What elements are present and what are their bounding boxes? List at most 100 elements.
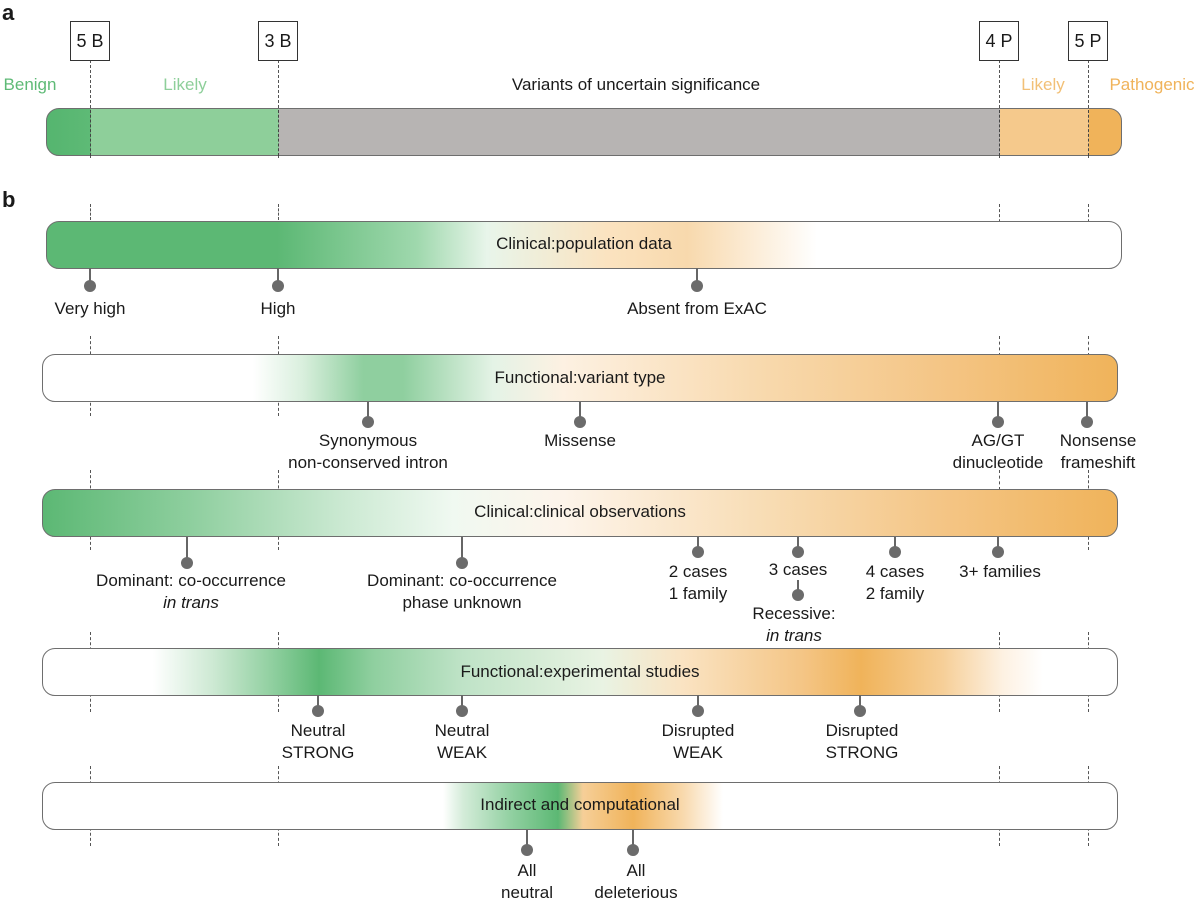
marker-dot-all-deleterious (627, 844, 639, 856)
marker-dot-absent-exac (691, 280, 703, 292)
marker-label-3-cases: 3 cases (768, 560, 828, 579)
marker-stem (697, 537, 699, 552)
label-line-italic: in trans (752, 625, 835, 647)
marker-dot-recessive-in-trans (792, 589, 804, 601)
label-line: Recessive: (752, 604, 836, 623)
guide-4p-seg3 (999, 470, 1000, 490)
marker-dot-all-neutral (521, 844, 533, 856)
italic-text: in trans (163, 593, 219, 612)
badge-5b: 5 B (70, 21, 110, 61)
label-line: Disrupted (661, 721, 735, 740)
label-line-italic: in trans (96, 592, 286, 614)
label-line: neutral (501, 883, 553, 902)
panel-a-letter: a (2, 0, 15, 25)
evidence-bar-population-data (46, 221, 1122, 269)
label-line: WEAK (436, 743, 488, 762)
category-likely-pathogenic: Likely (1021, 75, 1065, 94)
marker-stem (1086, 402, 1088, 422)
marker-dot-neutral-strong (312, 705, 324, 717)
label-line: deleterious (594, 883, 678, 902)
marker-label-high: High (260, 299, 296, 318)
category-benign: Benign (3, 75, 57, 94)
marker-label-missense: Missense (544, 431, 616, 450)
label-line: AG/GT (971, 431, 1025, 450)
marker-stem (317, 695, 319, 711)
evidence-bar-experimental-studies (42, 648, 1118, 696)
marker-label-disrupted-weak: Disrupted WEAK (662, 720, 735, 764)
evidence-bar-title: Functional:variant type (494, 368, 666, 387)
label-line: 2 family (865, 584, 925, 603)
marker-label-synonymous: Synonymous non-conserved intron (288, 430, 448, 474)
marker-dot-3-cases (792, 546, 804, 558)
marker-dot-2-cases (692, 546, 704, 558)
category-vus: Variants of uncertain significance (511, 75, 761, 94)
marker-dot-disrupted-strong (854, 705, 866, 717)
label-line: All (626, 861, 646, 880)
evidence-bar-clinical-observations (42, 489, 1118, 537)
marker-label-very-high: Very high (54, 299, 126, 318)
label-line: frameshift (1060, 453, 1136, 472)
marker-dot-neutral-weak (456, 705, 468, 717)
marker-label-recessive-in-trans: Recessive: in trans (752, 603, 835, 647)
marker-label-4-cases: 4 cases 2 family (866, 561, 925, 605)
marker-stem (894, 537, 896, 552)
marker-label-2-cases: 2 cases 1 family (669, 561, 728, 605)
guide-5b-seg1 (90, 204, 91, 220)
marker-label-neutral-weak: Neutral WEAK (435, 720, 490, 764)
marker-stem (526, 830, 528, 850)
label-line: phase unknown (402, 593, 522, 612)
label-line: STRONG (825, 743, 899, 762)
marker-stem (997, 537, 999, 552)
badge-4p: 4 P (979, 21, 1019, 61)
marker-stem (797, 537, 799, 552)
category-pathogenic: Pathogenic (1109, 75, 1195, 94)
marker-stem (89, 268, 91, 286)
label-line: STRONG (281, 743, 355, 762)
marker-dot-dominant-phase-unknown (456, 557, 468, 569)
marker-label-all-neutral: All neutral (501, 860, 553, 904)
marker-dot-missense (574, 416, 586, 428)
classification-scale-bar (46, 108, 1122, 156)
marker-label-disrupted-strong: Disrupted STRONG (826, 720, 899, 764)
marker-dot-ag-gt (992, 416, 1004, 428)
threshold-line-5p-overlay (1088, 110, 1089, 156)
marker-stem (997, 402, 999, 422)
marker-stem (797, 580, 799, 595)
label-line: Neutral (434, 721, 490, 740)
label-line: 1 family (668, 584, 728, 603)
marker-label-ag-gt: AG/GT dinucleotide (953, 430, 1044, 474)
marker-label-dominant-phase-unknown: Dominant: co-occurrence phase unknown (367, 570, 557, 614)
badge-3b: 3 B (258, 21, 298, 61)
threshold-line-4p-overlay (999, 110, 1000, 156)
marker-dot-dominant-in-trans (181, 557, 193, 569)
label-line: Synonymous (318, 431, 418, 450)
threshold-line-3b-overlay (278, 110, 279, 156)
marker-stem (859, 695, 861, 711)
marker-stem (186, 537, 188, 563)
marker-label-absent-exac: Absent from ExAC (627, 299, 767, 318)
guide-3b-seg1 (278, 204, 279, 220)
evidence-bar-title: Clinical:population data (496, 234, 672, 253)
label-line: Dominant: co-occurrence (367, 571, 557, 590)
marker-stem (461, 537, 463, 563)
marker-stem (277, 268, 279, 286)
marker-dot-synonymous (362, 416, 374, 428)
marker-stem (461, 695, 463, 711)
marker-dot-very-high (84, 280, 96, 292)
evidence-bar-title: Indirect and computational (480, 795, 680, 814)
marker-stem (697, 695, 699, 711)
marker-stem (579, 402, 581, 422)
marker-dot-3plus-families (992, 546, 1004, 558)
evidence-bar-variant-type (42, 354, 1118, 402)
marker-label-neutral-strong: Neutral STRONG (282, 720, 355, 764)
label-line: Dominant: co-occurrence (96, 571, 286, 590)
category-likely-benign: Likely (163, 75, 207, 94)
marker-stem (696, 268, 698, 286)
marker-label-all-deleterious: All deleterious (594, 860, 677, 904)
italic-text: in trans (766, 626, 822, 645)
marker-dot-high (272, 280, 284, 292)
label-line: dinucleotide (952, 453, 1044, 472)
label-line: Neutral (290, 721, 346, 740)
label-line: Nonsense (1059, 431, 1137, 450)
guide-4p-seg2 (999, 336, 1000, 356)
